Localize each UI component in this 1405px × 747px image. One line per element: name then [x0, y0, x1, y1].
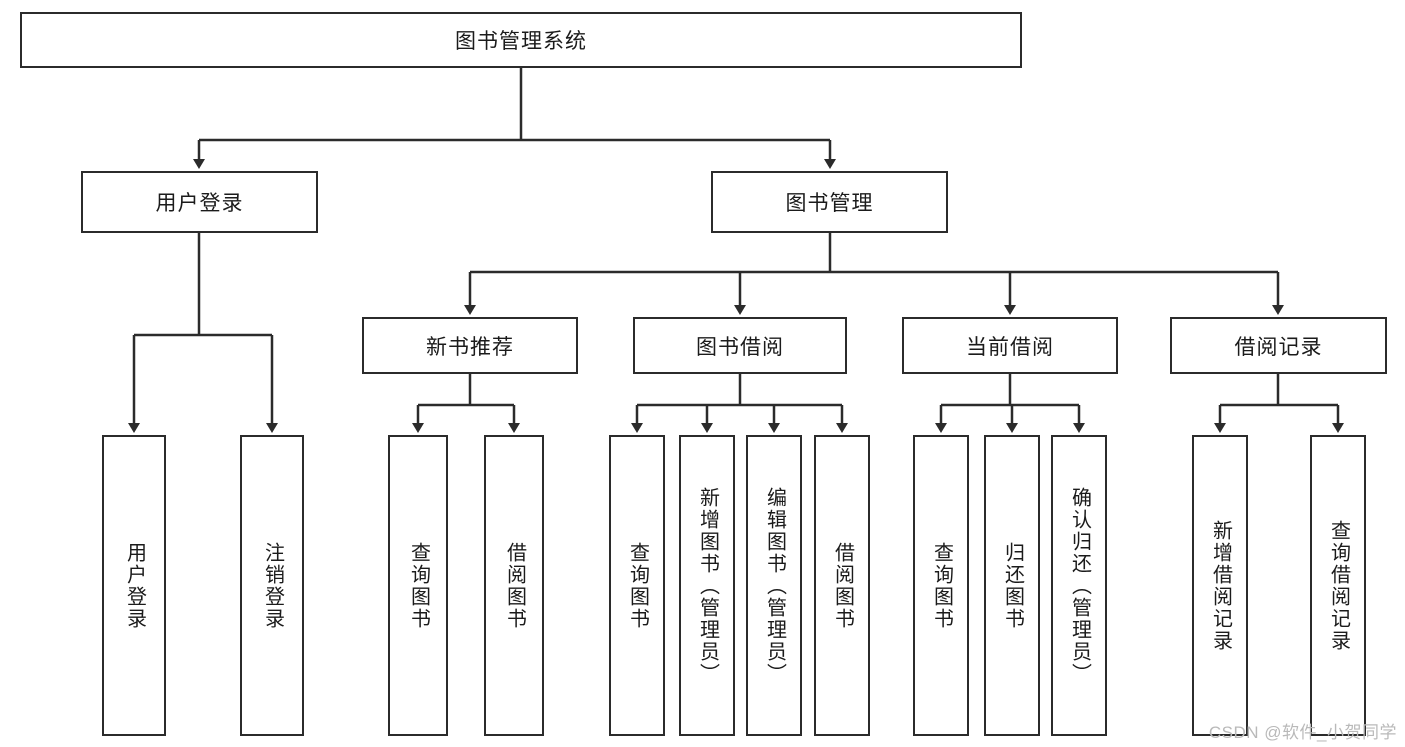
csdn-watermark: CSDN @软件_小贺同学: [1208, 723, 1397, 742]
leaf-return-book[interactable]: 归还图书: [984, 435, 1040, 736]
node-root[interactable]: 图书管理系统: [20, 12, 1022, 68]
node-book-borrow[interactable]: 图书借阅: [633, 317, 847, 374]
leaf-add-book-admin[interactable]: 新增图书（管理员）: [679, 435, 735, 736]
leaf-logout-login[interactable]: 注销登录: [240, 435, 304, 736]
leaf-query-book-borrow[interactable]: 查询图书: [609, 435, 665, 736]
leaf-add-borrow-record[interactable]: 新增借阅记录: [1192, 435, 1248, 736]
node-new-book-recommend[interactable]: 新书推荐: [362, 317, 578, 374]
leaf-user-login[interactable]: 用户登录: [102, 435, 166, 736]
leaf-query-book-current[interactable]: 查询图书: [913, 435, 969, 736]
leaf-query-book-recommend[interactable]: 查询图书: [388, 435, 448, 736]
leaf-confirm-return-admin[interactable]: 确认归还（管理员）: [1051, 435, 1107, 736]
leaf-edit-book-admin[interactable]: 编辑图书（管理员）: [746, 435, 802, 736]
node-current-borrow[interactable]: 当前借阅: [902, 317, 1118, 374]
leaf-query-borrow-record[interactable]: 查询借阅记录: [1310, 435, 1366, 736]
node-user-login[interactable]: 用户登录: [81, 171, 318, 233]
node-borrow-record[interactable]: 借阅记录: [1170, 317, 1387, 374]
leaf-borrow-book[interactable]: 借阅图书: [814, 435, 870, 736]
leaf-borrow-book-recommend[interactable]: 借阅图书: [484, 435, 544, 736]
node-book-manage[interactable]: 图书管理: [711, 171, 948, 233]
